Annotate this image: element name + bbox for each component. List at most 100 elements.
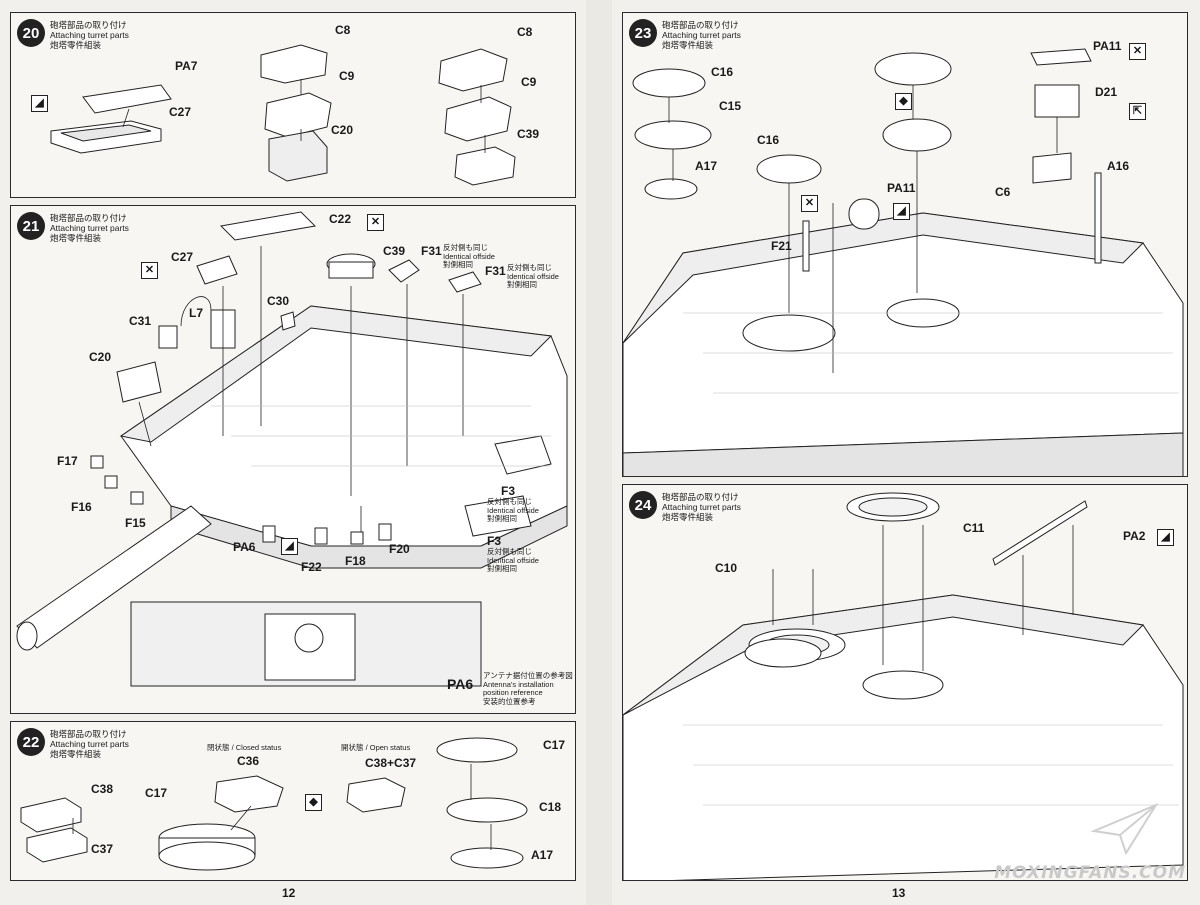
part-label-pa11-2: PA11 — [887, 181, 916, 195]
step-22-panel: 22 砲塔部品の取り付け Attaching turret parts 炮塔零件… — [10, 721, 576, 881]
step-title-jp: 砲塔部品の取り付け — [50, 729, 127, 739]
part-label-f31: F31 — [421, 244, 442, 258]
part-label-f15: F15 — [125, 516, 146, 530]
step-number: 20 — [17, 19, 45, 47]
cut-mark-icon: ✕ — [367, 214, 384, 231]
step-23-panel: 23 砲塔部品の取り付け Attaching turret parts 炮塔零件… — [622, 12, 1188, 477]
step-22-illustration — [20, 737, 528, 871]
mirror-flip-icon: ⇱ — [1129, 103, 1146, 120]
part-label-c37: C37 — [91, 842, 114, 856]
part-label-f16: F16 — [71, 500, 92, 514]
part-label-c9-right: C9 — [521, 75, 537, 89]
step-title-en: Attaching turret parts — [50, 30, 129, 40]
step-23-header: 23 砲塔部品の取り付け Attaching turret parts 炮塔零件… — [629, 19, 741, 50]
closed-status-note: 閉状態 / Closed status — [207, 743, 282, 752]
cut-mark-icon: ✕ — [141, 262, 158, 279]
part-label-c20: C20 — [331, 123, 354, 137]
note-identical-jp: 反対側も同じ — [507, 263, 552, 272]
part-label-c11: C11 — [963, 521, 985, 535]
paint-drop-icon: ◢ — [31, 95, 48, 112]
paint-drop-icon: ◢ — [893, 203, 910, 220]
part-label-c9: C9 — [339, 69, 355, 83]
note-identical-en: Identical offside — [487, 505, 539, 515]
part-label-c6: C6 — [995, 185, 1011, 199]
part-label-pa2: PA2 — [1123, 529, 1146, 543]
part-label-c27: C27 — [171, 250, 194, 264]
part-label-c17: C17 — [145, 786, 168, 800]
part-label-c8-right: C8 — [517, 25, 533, 39]
part-label-f3-2: F3 — [487, 534, 502, 548]
step-24-panel: 24 砲塔部品の取り付け Attaching turret parts 炮塔零件… — [622, 484, 1188, 881]
part-label-f3: F3 — [501, 484, 516, 498]
part-label-pa11: PA11 — [1093, 39, 1122, 53]
step-24-illustration — [623, 492, 1184, 880]
note-identical-cn: 對側相同 — [487, 514, 517, 523]
part-label-c16: C16 — [711, 65, 734, 79]
option-diamond-icon: ◆ — [895, 93, 912, 110]
part-label-c10: C10 — [715, 561, 738, 575]
note-identical-en: Identical offside — [487, 555, 539, 565]
step-number: 22 — [17, 728, 45, 756]
paint-drop-icon: ◢ — [281, 538, 298, 555]
part-label-pa7: PA7 — [175, 59, 198, 73]
step-20-panel: 20 砲塔部品の取り付け Attaching turret parts 炮塔零件… — [10, 12, 576, 198]
part-label-c27: C27 — [169, 105, 192, 119]
note-identical-jp: 反対側も同じ — [443, 243, 488, 252]
part-label-c22: C22 — [329, 212, 352, 226]
option-diamond-icon: ◆ — [305, 794, 322, 811]
part-label-f22: F22 — [301, 560, 322, 574]
part-label-c20: C20 — [89, 350, 112, 364]
step-title-cn: 炮塔零件組装 — [662, 512, 714, 522]
note-identical-jp: 反対側も同じ — [487, 497, 532, 506]
part-label-f31-2: F31 — [485, 264, 506, 278]
note-identical-cn: 對側相同 — [507, 280, 537, 289]
part-label-c38-c37: C38+C37 — [365, 756, 417, 770]
part-label-c38: C38 — [91, 782, 114, 796]
step-title-cn: 炮塔零件組装 — [662, 40, 714, 50]
page-number-right: 13 — [892, 886, 906, 900]
step-21-panel: 21 砲塔部品の取り付け Attaching turret parts 炮塔零件… — [10, 205, 576, 714]
part-label-c36: C36 — [237, 754, 260, 768]
part-label-a17: A17 — [531, 848, 554, 862]
step-title-jp: 砲塔部品の取り付け — [50, 20, 127, 30]
step-title-jp: 砲塔部品の取り付け — [662, 20, 739, 30]
paint-drop-icon: ◢ — [1157, 529, 1174, 546]
step-22-header: 22 砲塔部品の取り付け Attaching turret parts 炮塔零件… — [17, 728, 129, 759]
note-identical-cn: 對側相同 — [443, 260, 473, 269]
part-label-f17: F17 — [57, 454, 78, 468]
part-label-c30: C30 — [267, 294, 290, 308]
part-label-c39: C39 — [517, 127, 540, 141]
page-number-left: 12 — [282, 886, 296, 900]
step-number: 24 — [629, 491, 657, 519]
step-title-cn: 炮塔零件組装 — [50, 40, 102, 50]
page-gutter — [586, 0, 612, 905]
note-identical-jp: 反対側も同じ — [487, 547, 532, 556]
note-antenna-en2: position reference — [483, 688, 543, 697]
open-status-note: 開状態 / Open status — [341, 743, 411, 752]
part-label-f18: F18 — [345, 554, 366, 568]
step-title-en: Attaching turret parts — [50, 223, 129, 233]
part-label-c18: C18 — [539, 800, 562, 814]
part-label-a17: A17 — [695, 159, 718, 173]
step-title-en: Attaching turret parts — [662, 30, 741, 40]
step-23-illustration — [623, 48, 1184, 476]
part-label-f20: F20 — [389, 542, 410, 556]
part-label-c17-right: C17 — [543, 738, 566, 752]
part-label-l7: L7 — [189, 306, 204, 320]
part-label-c31: C31 — [129, 314, 152, 328]
step-title-en: Attaching turret parts — [662, 502, 741, 512]
part-label-f21: F21 — [771, 239, 792, 253]
step-24-header: 24 砲塔部品の取り付け Attaching turret parts 炮塔零件… — [629, 491, 741, 522]
note-antenna-jp: アンテナ据付位置の参考図 — [483, 671, 573, 680]
part-label-c8: C8 — [335, 23, 351, 37]
note-identical-cn: 對側相同 — [487, 564, 517, 573]
watermark-text: MOXINGFANS.COM — [994, 863, 1186, 883]
part-label-pa6-ref: PA6 — [447, 676, 474, 692]
part-label-c16-2: C16 — [757, 133, 780, 147]
part-label-a16: A16 — [1107, 159, 1130, 173]
cut-mark-icon: ✕ — [801, 195, 818, 212]
cut-mark-icon: ✕ — [1129, 43, 1146, 60]
part-label-pa6: PA6 — [233, 540, 256, 554]
step-21-header: 21 砲塔部品の取り付け Attaching turret parts 炮塔零件… — [17, 212, 129, 243]
